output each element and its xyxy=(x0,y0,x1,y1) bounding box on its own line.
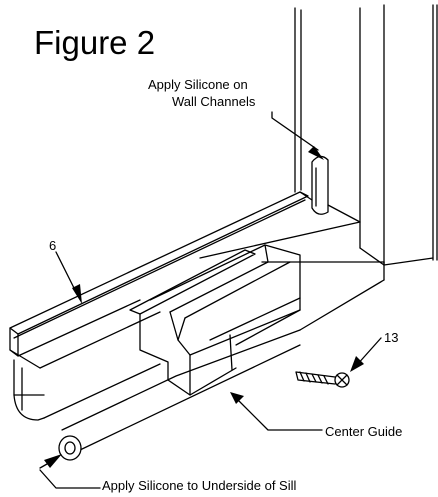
silicone-wall-channel xyxy=(299,155,361,223)
wall-channel-callout-line1: Apply Silicone on xyxy=(148,77,248,92)
center-guide-arrowhead xyxy=(230,392,244,404)
sill-floor xyxy=(199,221,385,331)
part-number-6: 6 xyxy=(49,238,57,253)
sill-track-rail xyxy=(9,191,309,369)
part6-arrowhead xyxy=(72,284,82,304)
screw-part xyxy=(295,371,350,388)
center-guide-part xyxy=(129,244,301,396)
sill-body xyxy=(13,311,301,461)
center-guide-callout: Center Guide xyxy=(325,424,403,439)
figure-title: Figure 2 xyxy=(34,24,156,61)
wall-channel-callout-line2: Wall Channels xyxy=(172,94,256,109)
wall-channel-frame xyxy=(294,4,438,266)
arrowheads xyxy=(44,146,364,468)
underside-callout: Apply Silicone to Underside of Sill xyxy=(102,478,297,493)
wall-arrowhead xyxy=(308,146,324,160)
part13-arrowhead xyxy=(350,356,364,372)
underside-arrowhead xyxy=(44,454,62,468)
part-number-13: 13 xyxy=(384,330,399,345)
